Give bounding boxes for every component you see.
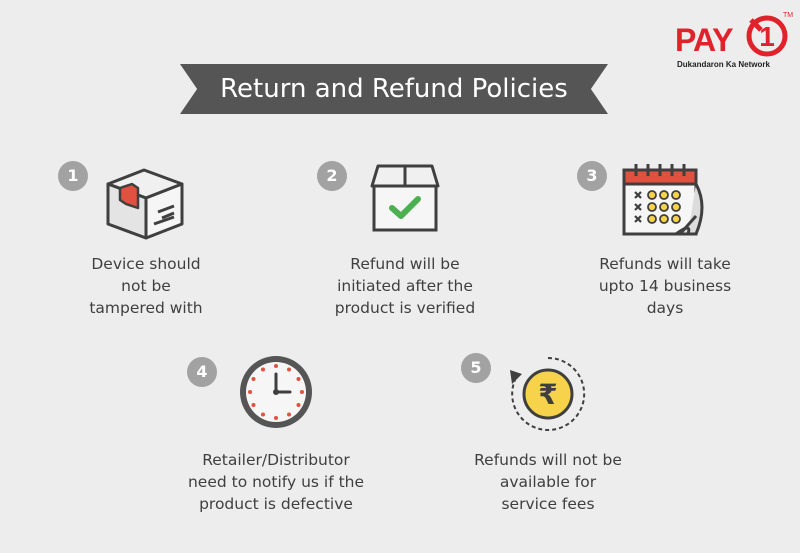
policy-caption-3: Refunds will take upto 14 business days: [598, 255, 732, 317]
policy-caption-1: Device should not be tampered with: [89, 255, 203, 317]
step-badge-5: 5: [461, 353, 491, 383]
step-badge-4: 4: [187, 357, 217, 387]
step-badge-2: 2: [317, 161, 347, 191]
pay1-logo: PAY 1 TM Dukandaron Ka Network: [675, 10, 795, 72]
verified-box-icon: [370, 164, 440, 232]
calendar-icon: [622, 164, 704, 236]
logo-tagline: Dukandaron Ka Network: [677, 60, 770, 69]
clock-icon: [240, 356, 312, 428]
logo-trademark: TM: [783, 12, 794, 19]
logo-one-mark: 1: [746, 15, 788, 57]
logo-digit: 1: [759, 21, 775, 52]
policy-caption-4: Retailer/Distributor need to notify us i…: [187, 451, 365, 513]
logo-word: PAY: [675, 22, 733, 58]
step-badge-3: 3: [577, 161, 607, 191]
policy-caption-2: Refund will be initiated after the produ…: [334, 255, 476, 317]
policy-caption-5: Refunds will not be available for servic…: [474, 451, 622, 513]
rupee-coin-icon: ₹: [510, 356, 586, 431]
box-icon: [106, 168, 184, 240]
step-badge-1: 1: [58, 161, 88, 191]
page-title: Return and Refund Policies: [180, 64, 608, 114]
svg-text:₹: ₹: [538, 378, 557, 411]
